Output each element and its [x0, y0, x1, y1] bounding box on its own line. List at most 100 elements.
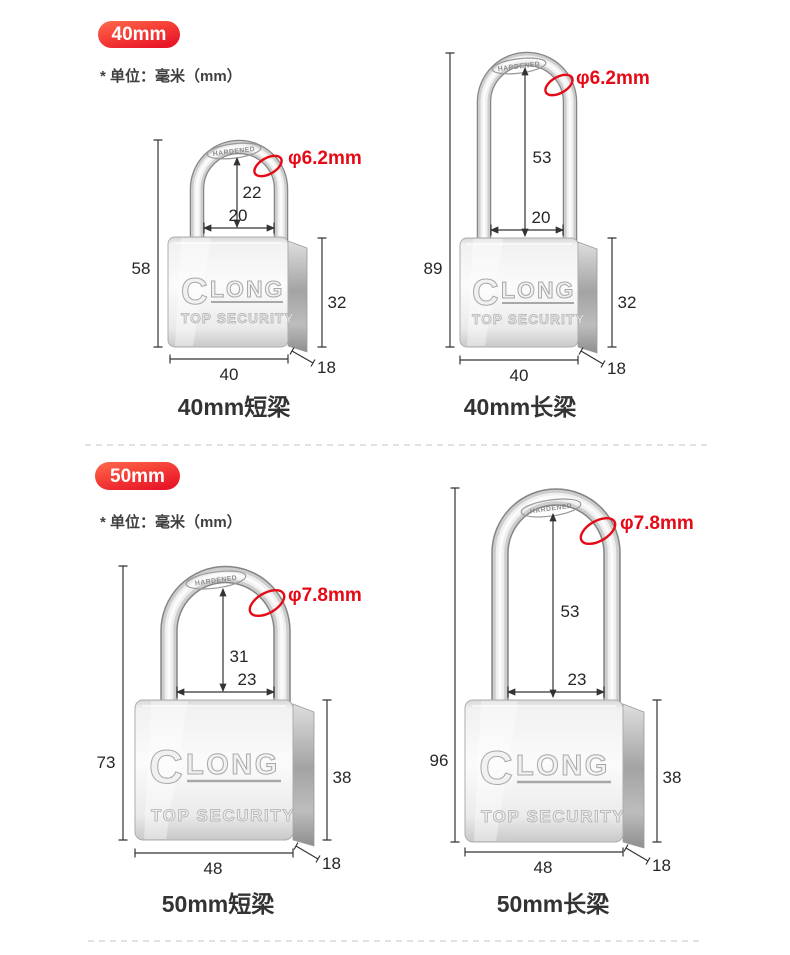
diameter-label: φ7.8mm	[288, 585, 362, 606]
diameter-marker	[253, 154, 283, 178]
dimension-body-width	[134, 848, 294, 858]
dim-label-shackle-height: 31	[230, 647, 249, 666]
dimension-body-depth	[578, 347, 606, 368]
dimension-body-width	[464, 847, 624, 857]
brand-name: LONG	[501, 277, 575, 303]
dimension-body-height	[607, 237, 617, 348]
dim-label-shackle-width: 23	[568, 670, 587, 689]
dim-label-body-depth: 18	[607, 359, 626, 378]
dimension-total-height	[153, 139, 163, 348]
dimension-total-height	[118, 565, 128, 841]
shackle-layer	[195, 145, 283, 248]
dim-label-total-height: 73	[97, 753, 116, 772]
diameter-marker	[248, 588, 286, 618]
shackle: HARDENED	[476, 51, 578, 248]
dim-label-body-width: 40	[220, 365, 239, 384]
body-front-face	[464, 699, 624, 843]
dim-label-body-depth: 18	[317, 358, 336, 377]
padlock-40mm-short: HARDENED C LONG TOP SECURITY 58 22 20 3	[132, 139, 362, 420]
dim-label-body-height: 38	[663, 768, 682, 787]
body-front-face	[167, 236, 289, 348]
body-front-face	[459, 237, 579, 348]
lock-body: C LONG TOP SECURITY	[167, 236, 308, 353]
brand-initial: C	[479, 741, 513, 794]
diameter-marker	[544, 73, 574, 97]
lock-body: C LONG TOP SECURITY	[464, 699, 645, 849]
dim-label-body-depth: 18	[322, 854, 341, 873]
dim-label-body-width: 48	[204, 859, 223, 878]
dimensions: 73 31 23 38 48 18 φ7.8mm	[97, 565, 362, 878]
dim-label-body-width: 40	[510, 366, 529, 385]
dim-label-body-depth: 18	[652, 856, 671, 875]
brand-name: LONG	[516, 750, 610, 782]
dimension-body-depth	[623, 844, 651, 865]
diameter-label: φ6.2mm	[576, 68, 650, 89]
shackle-layer	[492, 489, 620, 712]
diameter-label: φ6.2mm	[288, 148, 362, 169]
body-side-face	[622, 703, 645, 849]
brand-initial: C	[181, 271, 208, 312]
sub-brand: TOP SECURITY	[181, 311, 295, 326]
dimension-shackle-width-ticks	[203, 222, 275, 234]
padlock-50mm-long: HARDENED C LONG TOP SECURITY 96 53 23 3	[430, 487, 694, 917]
figure-caption: 50mm短梁	[162, 891, 274, 917]
body-sheen	[175, 238, 211, 346]
dimension-body-depth	[293, 842, 321, 863]
shackle-layer	[491, 488, 621, 712]
dimension-body-height	[317, 237, 327, 348]
dim-label-shackle-height: 22	[243, 183, 262, 202]
shackle: HARDENED	[491, 488, 621, 712]
dimension-shackle-width-ticks	[490, 224, 564, 236]
dimension-total-height	[450, 487, 460, 843]
brand-logo: C LONG TOP SECURITY	[472, 272, 585, 328]
dim-label-shackle-width: 23	[238, 670, 257, 689]
figure-caption: 40mm长梁	[464, 394, 576, 420]
shackle-stamp: HARDENED	[491, 57, 547, 75]
dimension-shackle-width-ticks	[507, 686, 605, 698]
dim-label-total-height: 96	[430, 751, 449, 770]
body-sheen	[474, 701, 518, 841]
dimensions: 89 53 20 32 40 18 φ6.2mm	[424, 52, 650, 385]
dim-label-shackle-width: 20	[532, 208, 551, 227]
section-40mm-header: 40mm * 单位：毫米（mm）	[98, 21, 242, 85]
shackle-layer	[498, 495, 614, 712]
brand-initial: C	[472, 272, 499, 313]
body-sheen	[467, 239, 503, 346]
shackle: HARDENED	[160, 565, 291, 712]
unit-note: * 单位：毫米（mm）	[100, 67, 242, 85]
body-front-face	[134, 699, 294, 841]
shackle-layer	[164, 570, 287, 712]
dimension-body-depth	[289, 347, 316, 367]
shackle-layer	[167, 572, 284, 712]
brand-name: LONG	[186, 749, 280, 781]
size-badge-40mm	[98, 21, 180, 48]
shackle-layer	[478, 53, 576, 248]
dimension-shackle-width-ticks	[176, 686, 275, 698]
dimensions: 58 22 20 32 40 18 φ6.2mm	[132, 139, 362, 384]
dimension-body-width	[169, 354, 289, 364]
lock-body: C LONG TOP SECURITY	[134, 699, 315, 847]
brand-logo: C LONG TOP SECURITY	[181, 271, 295, 327]
size-badge-50mm-label: 50mm	[110, 466, 165, 487]
figure-caption: 50mm长梁	[497, 891, 609, 917]
shackle-stamp: HARDENED	[206, 142, 262, 160]
dimension-body-width	[459, 355, 579, 365]
diameter-label: φ7.8mm	[620, 513, 694, 534]
shackle-layer	[482, 57, 572, 248]
body-side-face	[577, 241, 598, 354]
brand-logo: C LONG TOP SECURITY	[479, 741, 625, 827]
padlock-40mm-long: HARDENED C LONG TOP SECURITY 89 53 20 3	[424, 51, 650, 420]
brand-initial: C	[149, 740, 183, 793]
dimensions: 96 53 23 38 48 18 φ7.8mm	[430, 487, 694, 877]
lock-body: C LONG TOP SECURITY	[459, 237, 598, 354]
unit-note: * 单位：毫米（mm）	[100, 513, 242, 531]
diameter-marker	[579, 516, 617, 546]
dimension-body-height	[322, 699, 332, 841]
section-50mm-header: 50mm * 单位：毫米（mm）	[95, 462, 242, 531]
dim-label-body-height: 32	[328, 293, 347, 312]
dim-label-body-height: 38	[333, 768, 352, 787]
sub-brand: TOP SECURITY	[481, 807, 625, 826]
body-side-face	[292, 703, 315, 847]
